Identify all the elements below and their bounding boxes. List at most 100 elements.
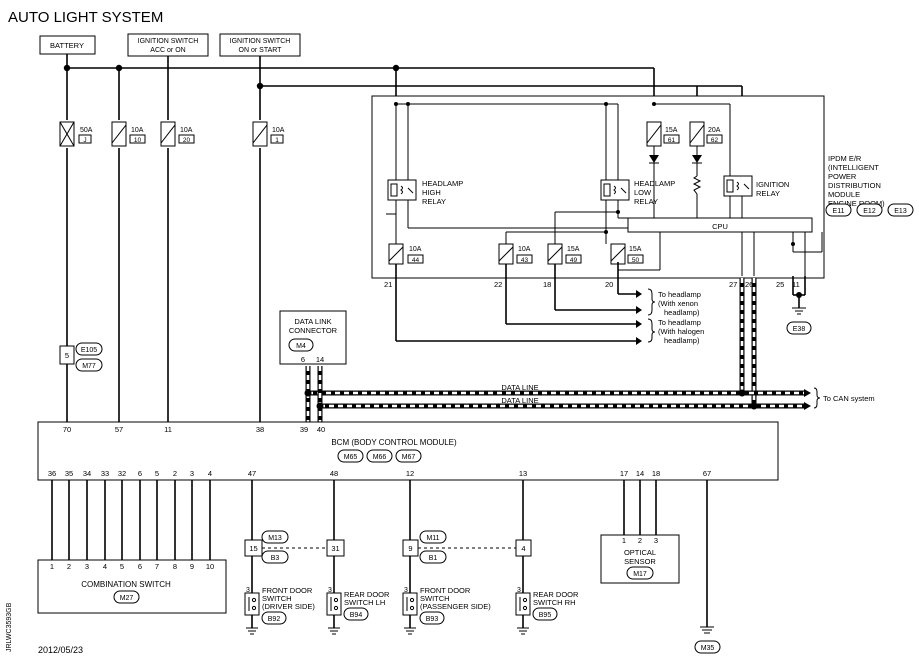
battery-box: BATTERY bbox=[39, 35, 96, 55]
svg-text:M17: M17 bbox=[633, 571, 647, 578]
svg-text:4: 4 bbox=[521, 544, 525, 553]
ignition-relay: IGNITION RELAY bbox=[723, 175, 789, 198]
svg-text:2: 2 bbox=[67, 562, 71, 571]
front-door-switch-passenger: 3 FRONT DOOR SWITCH (PASSENGER SIDE) B93 bbox=[402, 586, 491, 635]
svg-text:31: 31 bbox=[331, 544, 339, 553]
svg-text:47: 47 bbox=[248, 469, 256, 478]
fuse-10a-10: 10A 10 bbox=[111, 121, 146, 147]
svg-text:70: 70 bbox=[63, 425, 71, 434]
svg-text:15A: 15A bbox=[665, 127, 678, 134]
svg-text:15A: 15A bbox=[629, 246, 642, 253]
svg-text:(PASSENGER SIDE): (PASSENGER SIDE) bbox=[420, 602, 491, 611]
can-data-lines: DATA LINE DATA LINE To CAN system bbox=[304, 278, 875, 422]
fuse-15a-50: 15A 50 bbox=[610, 243, 644, 265]
ipdm-internal-wires bbox=[386, 103, 823, 276]
svg-text:M27: M27 bbox=[120, 595, 134, 602]
svg-text:2: 2 bbox=[173, 469, 177, 478]
svg-text:25: 25 bbox=[776, 280, 784, 289]
svg-text:POWER: POWER bbox=[828, 172, 857, 181]
svg-text:FRONT DOOR: FRONT DOOR bbox=[420, 586, 471, 595]
svg-text:3: 3 bbox=[517, 587, 521, 594]
power-junctions bbox=[63, 64, 400, 90]
svg-text:4: 4 bbox=[103, 562, 107, 571]
svg-text:M11: M11 bbox=[426, 535, 439, 542]
svg-text:IGNITION: IGNITION bbox=[756, 180, 789, 189]
svg-text:12: 12 bbox=[406, 469, 414, 478]
svg-text:17: 17 bbox=[620, 469, 628, 478]
battery-label: BATTERY bbox=[50, 41, 84, 50]
svg-text:M77: M77 bbox=[82, 363, 96, 370]
door-joint-connectors: 15 M13 B3 31 9 M11 B1 4 bbox=[244, 530, 532, 564]
svg-text:32: 32 bbox=[118, 469, 126, 478]
bcm-ground-label: M35 bbox=[701, 645, 715, 652]
to-can-label: To CAN system bbox=[823, 394, 875, 403]
svg-text:10A: 10A bbox=[131, 127, 144, 134]
svg-text:DISTRIBUTION: DISTRIBUTION bbox=[828, 181, 881, 190]
svg-text:61: 61 bbox=[668, 137, 676, 144]
svg-text:14: 14 bbox=[636, 469, 644, 478]
cpu-block: CPU bbox=[627, 217, 813, 233]
ign-on-l2: ON or START bbox=[239, 47, 283, 54]
svg-text:15A: 15A bbox=[567, 246, 580, 253]
svg-text:14: 14 bbox=[316, 355, 324, 364]
svg-text:To headlamp: To headlamp bbox=[658, 290, 701, 299]
svg-text:15: 15 bbox=[249, 544, 257, 553]
bcm-name: BCM (BODY CONTROL MODULE) bbox=[331, 438, 457, 447]
svg-text:B93: B93 bbox=[426, 616, 439, 623]
headlamp-high-relay: HEADLAMP HIGH RELAY bbox=[387, 179, 463, 206]
svg-text:49: 49 bbox=[570, 257, 578, 264]
svg-text:HEADLAMP: HEADLAMP bbox=[422, 179, 463, 188]
svg-text:B95: B95 bbox=[539, 612, 552, 619]
svg-text:E105: E105 bbox=[81, 347, 97, 354]
svg-text:35: 35 bbox=[65, 469, 73, 478]
svg-text:LOW: LOW bbox=[634, 188, 652, 197]
svg-text:To headlamp: To headlamp bbox=[658, 318, 701, 327]
front-door-switch-driver: 3 FRONT DOOR SWITCH (DRIVER SIDE) B92 bbox=[244, 586, 315, 635]
ipdm-pin-labels: 21 22 18 20 27 26 25 11 bbox=[384, 280, 800, 289]
svg-text:6: 6 bbox=[301, 355, 305, 364]
svg-text:10: 10 bbox=[134, 137, 142, 144]
svg-text:43: 43 bbox=[521, 257, 529, 264]
svg-text:RELAY: RELAY bbox=[634, 197, 658, 206]
svg-text:RELAY: RELAY bbox=[422, 197, 446, 206]
svg-text:(With xenon: (With xenon bbox=[658, 299, 698, 308]
svg-text:headlamp): headlamp) bbox=[664, 336, 700, 345]
ignition-on-box: IGNITION SWITCH ON or START bbox=[219, 33, 301, 57]
svg-text:1: 1 bbox=[50, 562, 54, 571]
optical-sensor-wires bbox=[623, 480, 657, 535]
svg-text:48: 48 bbox=[330, 469, 338, 478]
svg-text:3: 3 bbox=[404, 587, 408, 594]
svg-text:SWITCH LH: SWITCH LH bbox=[344, 598, 385, 607]
svg-text:FRONT DOOR: FRONT DOOR bbox=[262, 586, 313, 595]
svg-text:50: 50 bbox=[632, 257, 640, 264]
fuse-10a-1: 10A 1 bbox=[252, 121, 285, 147]
svg-text:B3: B3 bbox=[271, 555, 280, 562]
svg-text:CONNECTOR: CONNECTOR bbox=[289, 326, 338, 335]
svg-text:ENGINE ROOM): ENGINE ROOM) bbox=[828, 199, 885, 208]
svg-text:OPTICAL: OPTICAL bbox=[624, 548, 656, 557]
fuse-15a-49: 15A 49 bbox=[547, 243, 582, 265]
svg-text:27: 27 bbox=[729, 280, 737, 289]
svg-text:40: 40 bbox=[317, 425, 325, 434]
svg-text:REAR DOOR: REAR DOOR bbox=[344, 590, 390, 599]
svg-text:SWITCH: SWITCH bbox=[262, 594, 292, 603]
ignition-acc-box: IGNITION SWITCH ACC or ON bbox=[127, 33, 209, 57]
svg-text:18: 18 bbox=[543, 280, 551, 289]
optical-sensor: 1 2 3 OPTICAL SENSOR M17 bbox=[600, 534, 680, 584]
side-code: JRLWC3593GB bbox=[6, 602, 13, 652]
svg-text:M66: M66 bbox=[373, 454, 387, 461]
svg-text:50A: 50A bbox=[80, 127, 93, 134]
ign-acc-l1: IGNITION SWITCH bbox=[138, 38, 199, 45]
svg-text:11: 11 bbox=[164, 425, 172, 434]
svg-text:9: 9 bbox=[408, 544, 412, 553]
svg-text:4: 4 bbox=[208, 469, 212, 478]
svg-text:IPDM E/R: IPDM E/R bbox=[828, 154, 862, 163]
svg-text:M13: M13 bbox=[268, 535, 282, 542]
bcm-ground: M35 bbox=[694, 480, 721, 654]
combination-switch: 1 2 3 4 5 6 7 8 9 10 COMBINATION SWITCH … bbox=[37, 559, 227, 614]
door-switch-wires bbox=[251, 480, 524, 593]
svg-text:44: 44 bbox=[412, 257, 420, 264]
svg-text:(DRIVER SIDE): (DRIVER SIDE) bbox=[262, 602, 315, 611]
svg-text:18: 18 bbox=[652, 469, 660, 478]
